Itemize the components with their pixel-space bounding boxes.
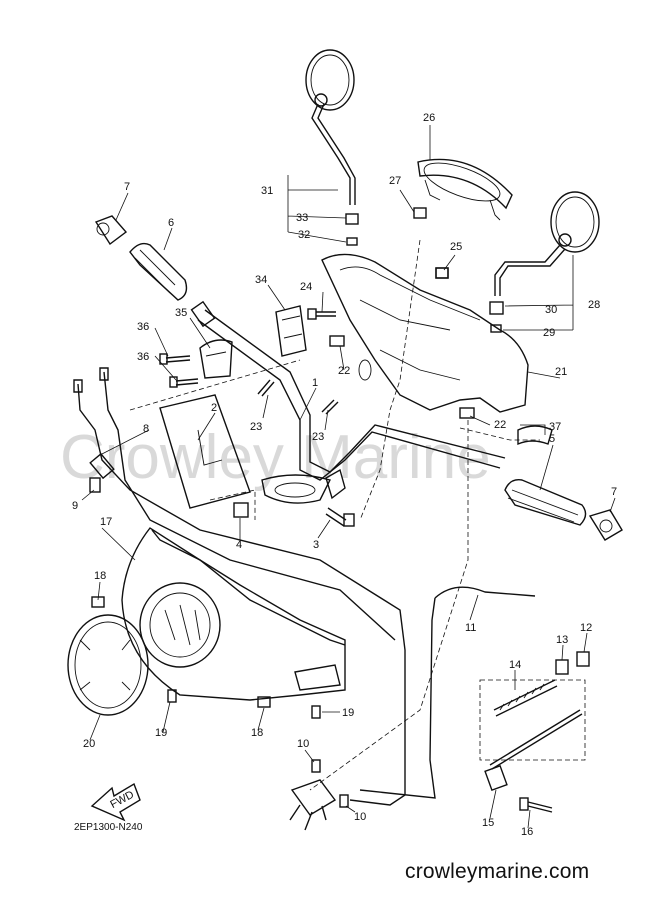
callout-labels: 7 6 26 27 31 33 32 25 34 24 28 30 29 35 … <box>72 112 617 838</box>
website-link[interactable]: crowleymarine.com <box>405 860 590 883</box>
callout-3: 3 <box>313 539 319 551</box>
handle-crown <box>321 253 529 413</box>
callout-36b: 36 <box>137 351 149 363</box>
callout-13: 13 <box>556 634 568 646</box>
callout-35: 35 <box>175 307 187 319</box>
callout-22b: 22 <box>494 419 506 431</box>
mirror-left <box>305 49 359 246</box>
callout-6: 6 <box>168 217 174 229</box>
callout-18b: 18 <box>251 727 263 739</box>
callout-36a: 36 <box>137 321 149 333</box>
callout-19a: 19 <box>155 727 167 739</box>
callout-23a: 23 <box>250 421 262 433</box>
callout-27: 27 <box>389 175 401 187</box>
callout-18a: 18 <box>94 570 106 582</box>
meter-cover <box>413 158 513 221</box>
callout-24: 24 <box>300 281 312 293</box>
callout-34: 34 <box>255 274 267 286</box>
callout-17: 17 <box>100 516 112 528</box>
callout-30: 30 <box>545 304 557 316</box>
callout-12: 12 <box>580 622 592 634</box>
adjuster-parts <box>479 651 590 813</box>
callout-33: 33 <box>296 212 308 224</box>
grip-right <box>504 479 623 541</box>
callout-25: 25 <box>450 241 462 253</box>
screws <box>91 596 321 719</box>
callout-22a: 22 <box>338 365 350 377</box>
callout-5: 5 <box>549 433 555 445</box>
callout-11: 11 <box>465 622 476 634</box>
callout-8: 8 <box>143 423 149 435</box>
callout-28: 28 <box>588 299 600 311</box>
callout-10a: 10 <box>297 738 309 750</box>
callout-15: 15 <box>482 817 494 829</box>
callout-16: 16 <box>521 826 533 838</box>
callout-2: 2 <box>211 402 217 414</box>
callout-31: 31 <box>261 185 273 197</box>
callout-19b: 19 <box>342 707 354 719</box>
callout-32: 32 <box>298 229 310 241</box>
callout-10b: 10 <box>354 811 366 823</box>
fwd-arrow-icon: FWD <box>90 782 141 822</box>
callout-4: 4 <box>236 539 242 551</box>
callout-7b: 7 <box>611 486 617 498</box>
callout-14: 14 <box>509 659 521 671</box>
front-cover <box>121 527 346 701</box>
drawing-code: 2EP1300-N240 <box>74 822 143 833</box>
leader-lines <box>81 125 616 829</box>
dashed-lines <box>129 239 540 791</box>
handlebar <box>190 300 506 504</box>
callout-37: 37 <box>549 421 561 433</box>
grip-left <box>94 215 188 301</box>
bolts <box>89 308 355 527</box>
small-parts <box>329 267 553 446</box>
gasket-sheet <box>159 394 251 509</box>
callout-7: 7 <box>124 181 130 193</box>
watermark: Crowley Marine <box>60 423 491 492</box>
lower-bracket <box>289 759 349 831</box>
cables <box>73 367 536 806</box>
callout-26: 26 <box>423 112 435 124</box>
callout-21: 21 <box>555 366 567 378</box>
callout-23b: 23 <box>312 431 324 443</box>
headlight-rim <box>67 614 149 716</box>
callout-1: 1 <box>312 377 318 389</box>
callout-29: 29 <box>543 327 555 339</box>
mirror-right <box>489 191 600 333</box>
handlebar-holders <box>199 305 307 379</box>
callout-9: 9 <box>72 500 78 512</box>
callout-20: 20 <box>83 738 95 750</box>
